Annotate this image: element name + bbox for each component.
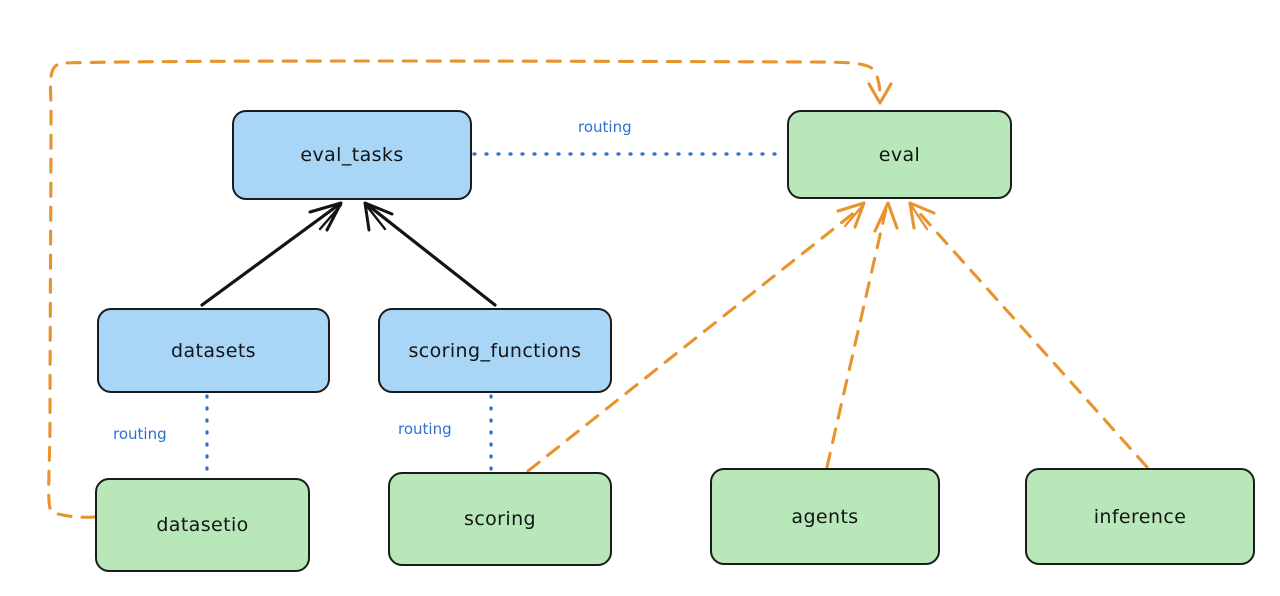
edge-label-routing-scoring: routing [398,420,452,438]
node-label: scoring [464,508,536,530]
node-label: scoring_functions [408,339,582,362]
edge-label-routing-datasetio: routing [113,425,167,443]
node-eval-tasks[interactable]: eval_tasks [232,110,472,200]
node-eval[interactable]: eval [787,110,1012,199]
node-agents[interactable]: agents [710,468,940,565]
node-label: eval [878,143,921,166]
edge-datasets-eval_tasks [200,201,343,307]
edge-scoring-eval [526,201,866,473]
node-label: datasetio [156,514,249,536]
node-scoring-functions[interactable]: scoring_functions [378,308,612,393]
node-datasetio[interactable]: datasetio [95,478,310,572]
node-label: agents [791,505,859,528]
node-label: datasets [171,339,256,362]
node-label: eval_tasks [300,144,404,166]
edge-inference-eval [908,201,1149,469]
node-scoring[interactable]: scoring [388,472,612,566]
node-label: inference [1093,505,1187,528]
edge-datasetio-eval [47,59,893,519]
edge-agents-eval [825,201,899,469]
edge-scoring_functions-eval_tasks [363,201,497,307]
edge-label-routing-eval: routing [578,118,632,136]
node-inference[interactable]: inference [1025,468,1255,565]
node-datasets[interactable]: datasets [97,308,330,393]
